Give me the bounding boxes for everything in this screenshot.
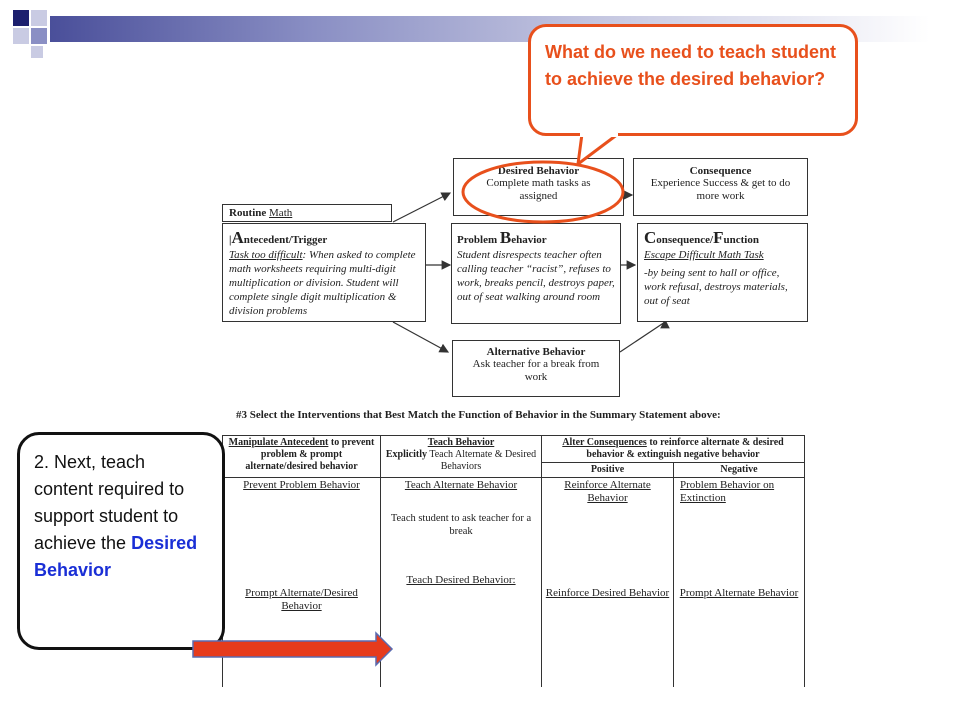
teach-desired-behavior: Teach Desired Behavior: (406, 574, 516, 586)
desired-behavior-box: Desired Behavior Complete math tasks as … (453, 158, 624, 216)
antecedent-initial: A (231, 228, 244, 247)
problem-title-rest: ehavior (511, 234, 547, 246)
function-title-c: onsequence/ (656, 234, 714, 246)
callout-top: What do we need to teach student to achi… (528, 24, 858, 136)
routine-label: Routine (229, 207, 267, 219)
consequence-text: Experience Success & get to do more work (650, 177, 791, 202)
function-box: Consequence/Function Escape Difficult Ma… (637, 223, 808, 322)
problem-initial: B (499, 228, 512, 247)
antecedent-box: |Antecedent/Trigger Task too difficult: … (222, 223, 426, 322)
consequence-box: Consequence Experience Success & get to … (633, 158, 808, 216)
col1-head-rest: to prevent problem & prompt alternate/de… (245, 437, 375, 472)
col-alter-consequences-header: Alter Consequences to reinforce alternat… (541, 435, 805, 463)
function-lead: Escape Difficult Math Task (644, 249, 764, 261)
col2-head-rest: Teach Alternate & Desired Behaviors (427, 449, 537, 472)
arrow-alternative-consequence (619, 321, 666, 353)
callout-left-highlight: Desired Behavior (34, 533, 198, 580)
problem-behavior-box: Problem Behavior Student disrespects tea… (451, 223, 621, 324)
problem-on-extinction: Problem Behavior on Extinction (680, 479, 775, 504)
antecedent-title-rest: ntecedent/Trigger (243, 234, 328, 246)
desired-behavior-title: Desired Behavior (497, 165, 580, 177)
col1-head-underlined: Manipulate Antecedent (228, 437, 329, 448)
prompt-alternate-desired: Prompt Alternate/Desired Behavior (245, 587, 358, 612)
function-initial-f: F (713, 228, 724, 247)
teach-alternate-behavior: Teach Alternate Behavior (404, 479, 518, 491)
red-pointer-arrow (192, 631, 394, 667)
function-title: Consequence/Function (644, 228, 801, 248)
cell-negative: Problem Behavior on Extinction Prompt Al… (673, 477, 805, 687)
alternative-behavior-text: Ask teacher for a break from work (472, 358, 600, 383)
highlight-ellipse (461, 160, 625, 224)
alternative-behavior-title: Alternative Behavior (486, 346, 586, 358)
arrow-antecedent-alternative (392, 321, 450, 353)
callout-top-text: What do we need to teach student to achi… (545, 42, 837, 89)
teach-ask-break: Teach student to ask teacher for a break (390, 513, 532, 537)
header-square-navy (13, 10, 29, 26)
desired-behavior-text: Complete math tasks as assigned (486, 177, 591, 202)
section3-heading: #3 Select the Interventions that Best Ma… (236, 409, 721, 421)
alternative-behavior-box: Alternative Behavior Ask teacher for a b… (452, 340, 620, 397)
reinforce-desired: Reinforce Desired Behavior (545, 587, 670, 599)
function-text: -by being sent to hall or office, work r… (644, 267, 788, 307)
col-positive-header: Positive (541, 462, 674, 478)
routine-box: Routine Math (222, 204, 392, 222)
header-square-light (31, 46, 43, 58)
col3-head-underlined: Alter Consequences (562, 437, 647, 448)
header-square-light (13, 28, 29, 44)
col-manipulate-antecedent-header: Manipulate Antecedent to prevent problem… (222, 435, 381, 478)
col3-head-rest: to reinforce alternate & desired behavio… (586, 437, 784, 460)
header-square-light (31, 10, 47, 26)
antecedent-body: : When asked to complete math worksheets… (229, 249, 416, 317)
problem-title-pre: Problem (457, 234, 500, 246)
function-title-f: unction (723, 234, 759, 246)
col2-head-bold: Explicitly (385, 449, 428, 460)
callout-left: 2. Next, teach content required to suppo… (17, 432, 225, 650)
reinforce-alternate: Reinforce Alternate Behavior (564, 479, 651, 504)
antecedent-title: |Antecedent/Trigger (229, 228, 328, 247)
function-initial-c: C (644, 228, 657, 247)
routine-value: Math (269, 207, 293, 219)
problem-behavior-text: Student disrespects teacher often callin… (457, 249, 615, 303)
header-square-mid (31, 28, 47, 44)
prompt-alternate: Prompt Alternate Behavior (679, 587, 799, 599)
antecedent-text: Task too difficult: When asked to comple… (229, 248, 419, 318)
antecedent-lead: Task too difficult (229, 249, 303, 261)
prevent-problem-behavior: Prevent Problem Behavior (243, 479, 360, 491)
col-negative-header: Negative (673, 462, 805, 478)
cell-positive: Reinforce Alternate Behavior Reinforce D… (541, 477, 674, 687)
consequence-title: Consequence (689, 165, 752, 177)
problem-behavior-title: Problem Behavior (457, 228, 615, 248)
cell-teach: Teach Alternate Behavior Teach student t… (380, 477, 542, 687)
callout-left-text: 2. Next, teach content required to suppo… (34, 452, 185, 553)
arrow-routine-desired (392, 192, 452, 223)
col2-head-underlined: Teach Behavior (427, 437, 495, 448)
